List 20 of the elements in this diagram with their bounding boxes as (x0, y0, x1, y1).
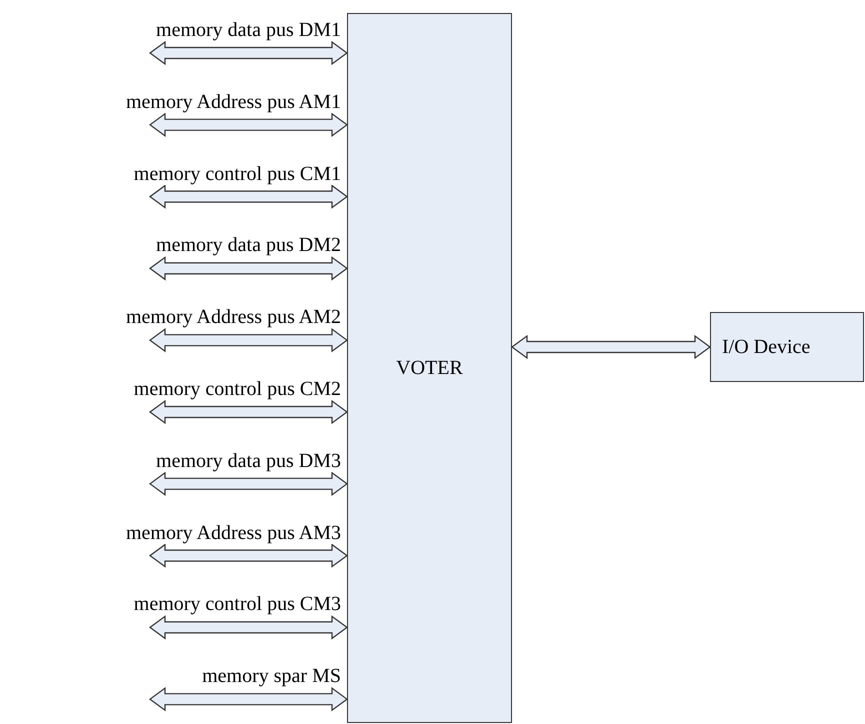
block-label: VOTER (396, 356, 463, 380)
block-label: I/O Device (722, 336, 810, 358)
double-arrow (510, 334, 712, 360)
double-arrow (148, 472, 348, 496)
double-arrow (148, 615, 348, 640)
block-box (347, 13, 512, 723)
double-arrow (148, 400, 348, 424)
double-arrow (148, 112, 348, 137)
double-arrow (148, 184, 348, 209)
double-arrow (148, 687, 348, 712)
double-arrow (148, 256, 348, 281)
double-arrow (148, 328, 348, 352)
edge-label: memory Address pus AM2 (126, 306, 341, 328)
edge-label: memory control pus CM2 (134, 378, 341, 400)
edge-label: memory data pus DM1 (156, 19, 341, 41)
edge-label: memory control pus CM3 (134, 593, 341, 616)
double-arrow (148, 40, 348, 66)
edge-label: memory data pus DM2 (156, 234, 341, 256)
double-arrow (148, 543, 348, 568)
block-box (710, 312, 864, 382)
